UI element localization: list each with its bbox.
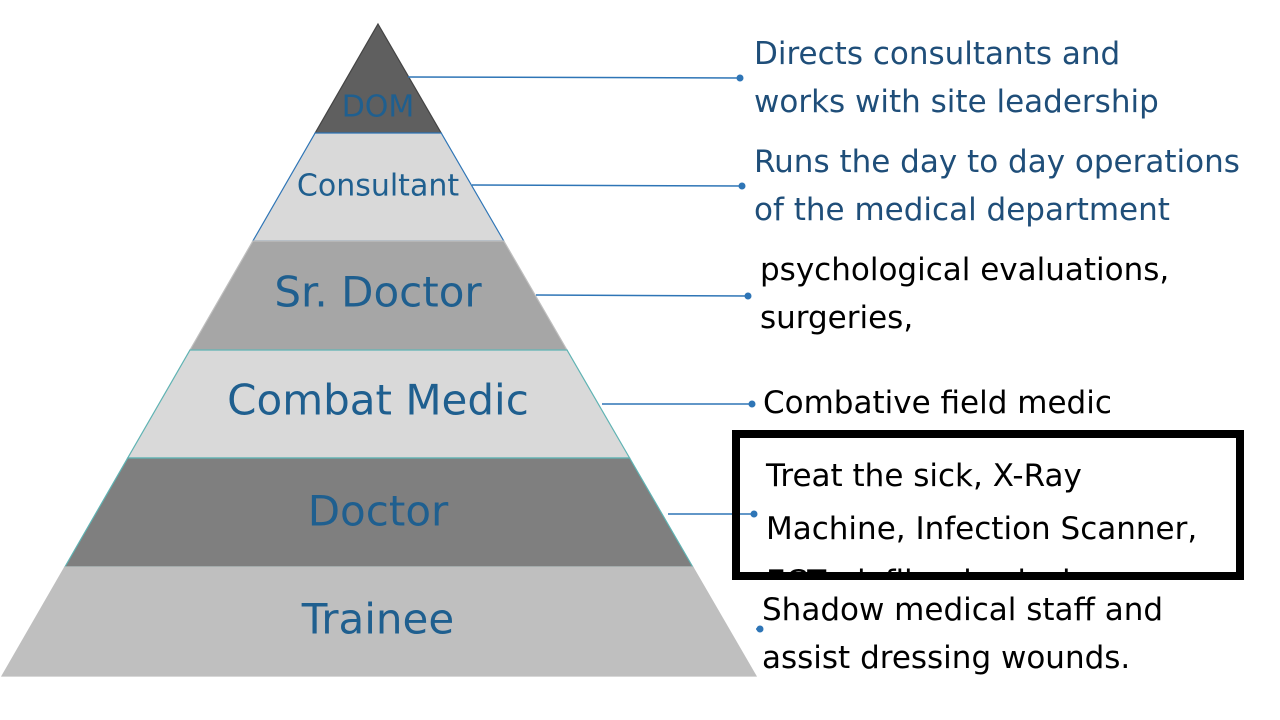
description-trainee-line-1: Shadow medical staff and (762, 592, 1164, 628)
description-dom-line-2: works with site leadership (754, 84, 1159, 120)
tier-combat-medic-label: Combat Medic (227, 376, 529, 425)
tier-sr-doctor-label: Sr. Doctor (274, 268, 482, 317)
tier-trainee-label: Trainee (301, 595, 454, 644)
highlight-box: Treat the sick, X-Ray Machine, Infection… (732, 430, 1244, 580)
description-trainee: Shadow medical staff and assist dressing… (762, 586, 1163, 682)
tier-doctor-label: Doctor (308, 487, 449, 536)
connector-dot-combat-medic (748, 400, 756, 408)
description-sr-doctor-line-2: surgeries, (760, 300, 914, 336)
tier-trainee-shape (0, 566, 758, 677)
description-trainee-line-2: assist dressing wounds. (762, 640, 1131, 676)
connector-sr-doctor (535, 294, 749, 297)
description-consultant-line-2: of the medical department (754, 192, 1170, 228)
description-doctor-line-1: Treat the sick, X-Ray (766, 458, 1082, 494)
connector-dot-consultant (738, 182, 746, 190)
description-doctor-line-3: ECT, defib, physicals (766, 556, 1197, 572)
tier-consultant-label: Consultant (297, 169, 459, 204)
connector-consultant (471, 184, 743, 187)
description-sr-doctor-line-1: psychological evaluations, (760, 252, 1170, 288)
description-dom-line-1: Directs consultants and (754, 36, 1121, 72)
description-consultant: Runs the day to day operations of the me… (754, 138, 1240, 234)
connector-dom (407, 76, 741, 79)
description-sr-doctor: psychological evaluations, surgeries, (760, 246, 1169, 342)
connector-dot-sr-doctor (744, 292, 752, 300)
description-consultant-line-1: Runs the day to day operations (754, 144, 1240, 180)
description-combat-medic-line-1: Combative field medic (763, 385, 1112, 421)
connector-dot-trainee (756, 625, 764, 633)
connector-dot-dom (736, 74, 744, 82)
description-doctor-line-2: Machine, Infection Scanner, (766, 511, 1198, 547)
description-doctor: Treat the sick, X-Ray Machine, Infection… (766, 450, 1198, 572)
description-combat-medic: Combative field medic (763, 379, 1112, 427)
connector-dot-doctor (750, 510, 758, 518)
description-dom: Directs consultants and works with site … (754, 30, 1159, 126)
tier-dom-label: DOM (342, 90, 415, 125)
